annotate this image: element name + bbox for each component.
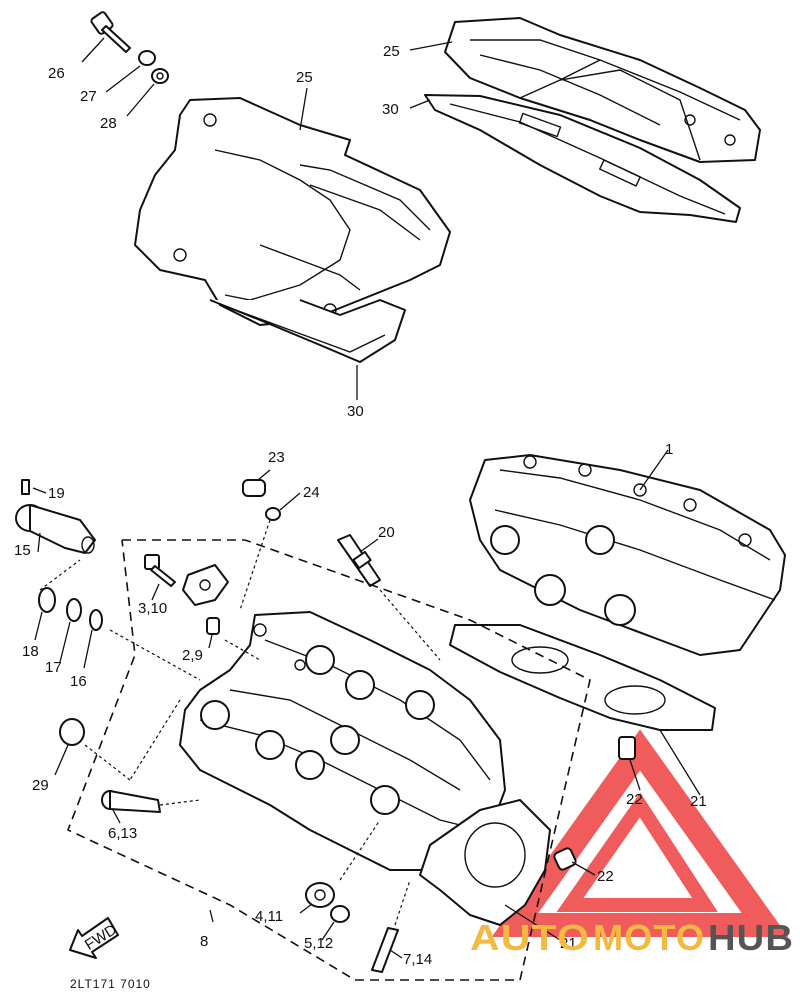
- callout-18: 18: [22, 643, 39, 660]
- spark-plug-20: [337, 534, 381, 587]
- fwd-arrow: FWD: [69, 917, 120, 959]
- cap-29: [59, 718, 85, 746]
- callout-21a: 21: [690, 793, 707, 810]
- washer-28: [151, 68, 169, 84]
- callout-30a: 30: [382, 101, 399, 118]
- callouts: 26 27 28 25 25 30 30 1 23 24 19 15 20 3,…: [14, 43, 707, 968]
- gasket-upper-left: [209, 299, 406, 363]
- cylinder-head-1: [469, 454, 786, 656]
- head-gasket-21-lower: [419, 799, 551, 926]
- callout-24: 24: [303, 484, 320, 501]
- nut-4-11: [305, 882, 335, 908]
- head-gasket-21-right: [449, 624, 716, 731]
- valve-spring-group: [200, 645, 435, 815]
- watermark-logo: [491, 729, 789, 937]
- bolt-3-10: [144, 554, 176, 587]
- callout-2-9: 2,9: [182, 647, 203, 664]
- callout-29: 29: [32, 777, 49, 794]
- watermark-moto: MOTO: [593, 917, 705, 958]
- watermark-text: AUTO MOTO HUB: [470, 917, 794, 958]
- dowel-22b: [553, 847, 577, 871]
- watermark-hub: HUB: [708, 917, 794, 958]
- valve-cover-top-right: [444, 17, 761, 163]
- callout-25a: 25: [383, 43, 400, 60]
- callout-3-10: 3,10: [138, 600, 167, 617]
- o-ring-18: [38, 587, 56, 613]
- callout-7-14: 7,14: [403, 951, 432, 968]
- callout-28: 28: [100, 115, 117, 132]
- callout-22a: 22: [626, 791, 643, 808]
- bolt-26: [90, 11, 131, 53]
- callout-21b: 21: [560, 935, 577, 952]
- callout-17: 17: [45, 659, 62, 676]
- dowel-2-9: [206, 617, 220, 635]
- callout-30b: 30: [347, 403, 364, 420]
- cylinder-head-8: [179, 611, 506, 871]
- callout-16: 16: [70, 673, 87, 690]
- watermark-auto: AUTO: [470, 917, 590, 958]
- leader-lines: [32, 37, 701, 959]
- rocker-part: [182, 564, 229, 606]
- callout-27: 27: [80, 88, 97, 105]
- assembly-boundary: [66, 539, 591, 981]
- gasket-top-right: [424, 94, 741, 223]
- washer-5-12: [330, 905, 350, 923]
- callout-25b: 25: [296, 69, 313, 86]
- callout-5-12: 5,12: [304, 935, 333, 952]
- callout-6-13: 6,13: [108, 825, 137, 842]
- fitting-15: [15, 504, 96, 554]
- pin-6-13: [101, 790, 161, 813]
- o-ring-16: [89, 609, 103, 631]
- callout-1: 1: [665, 441, 673, 458]
- washer-27: [138, 50, 156, 66]
- valve-cover-upper-left: [134, 97, 451, 326]
- callout-4-11: 4,11: [255, 908, 283, 925]
- screw-19: [21, 479, 30, 495]
- drawing-code: 2LT171 7010: [70, 977, 151, 991]
- callout-22b: 22: [597, 868, 614, 885]
- callout-26: 26: [48, 65, 65, 82]
- callout-23: 23: [268, 449, 285, 466]
- callout-15: 15: [14, 542, 31, 559]
- callout-19: 19: [48, 485, 65, 502]
- callout-20: 20: [378, 524, 395, 541]
- stud-7-14: [371, 927, 399, 973]
- o-ring-17: [66, 598, 82, 622]
- washer-24: [265, 507, 281, 521]
- dowel-22a: [618, 736, 636, 760]
- callout-8: 8: [200, 933, 208, 950]
- plug-23: [242, 479, 266, 497]
